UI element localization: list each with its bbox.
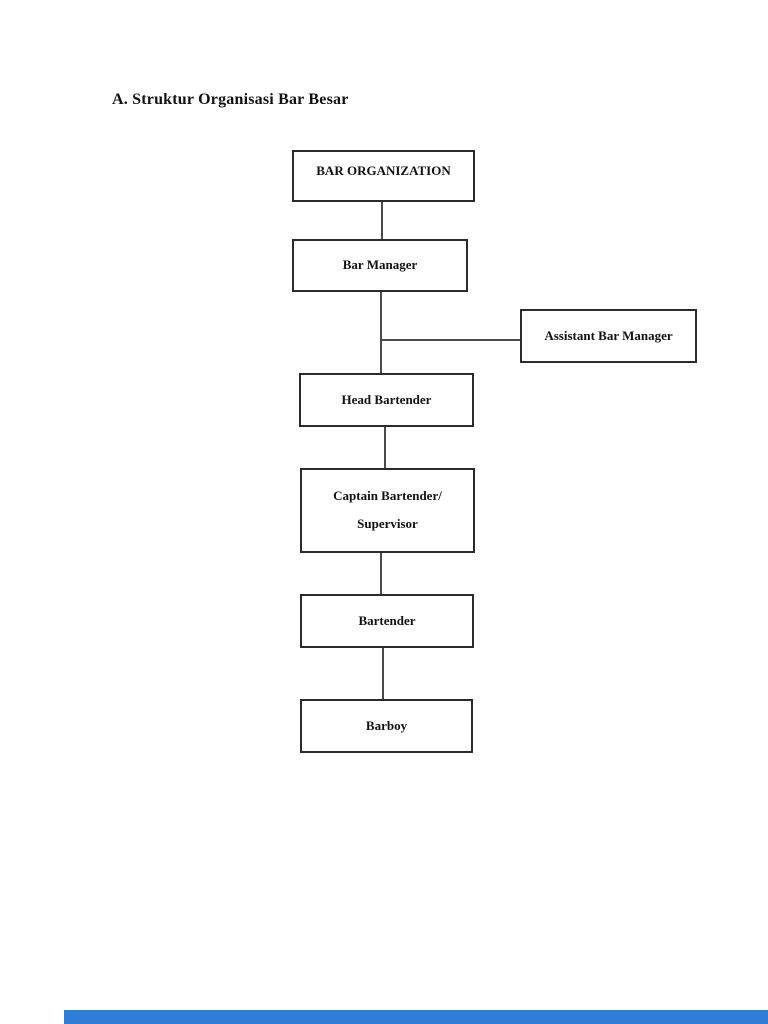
connector-bar-manager-to-head-bartender — [380, 292, 382, 373]
org-node-label: Head Bartender — [341, 391, 432, 407]
org-node-barboy: Barboy — [300, 699, 473, 753]
org-node-label: BAR ORGANIZATION — [316, 163, 451, 179]
org-node-label: Bar Manager — [342, 257, 418, 273]
org-node-bar-manager: Bar Manager — [292, 239, 468, 292]
org-node-label: Barboy — [365, 717, 408, 733]
org-node-head-bartender: Head Bartender — [299, 373, 474, 427]
org-node-label-line1: Captain Bartender/ — [333, 488, 442, 504]
connector-bar-organization-to-bar-manager — [381, 202, 383, 239]
org-node-label-line2: Supervisor — [357, 516, 418, 531]
org-node-bartender: Bartender — [300, 594, 474, 648]
section-heading: A. Struktur Organisasi Bar Besar — [112, 91, 349, 108]
org-node-bar-organization: BAR ORGANIZATION — [292, 150, 475, 202]
connector-bartender-to-barboy — [382, 648, 384, 699]
org-node-label: Assistant Bar Manager — [544, 327, 673, 343]
viewer-next-page-edge — [64, 1010, 768, 1024]
connector-captain-supervisor-to-bartender — [380, 553, 382, 594]
connector-head-bartender-to-captain-supervisor — [384, 427, 386, 468]
org-node-captain-bartender-supervisor: Captain Bartender/ Supervisor — [300, 468, 475, 553]
connector-bar-manager-to-assistant-bar-manager — [381, 339, 520, 341]
org-node-assistant-bar-manager: Assistant Bar Manager — [520, 309, 697, 363]
org-node-label: Bartender — [358, 612, 416, 628]
